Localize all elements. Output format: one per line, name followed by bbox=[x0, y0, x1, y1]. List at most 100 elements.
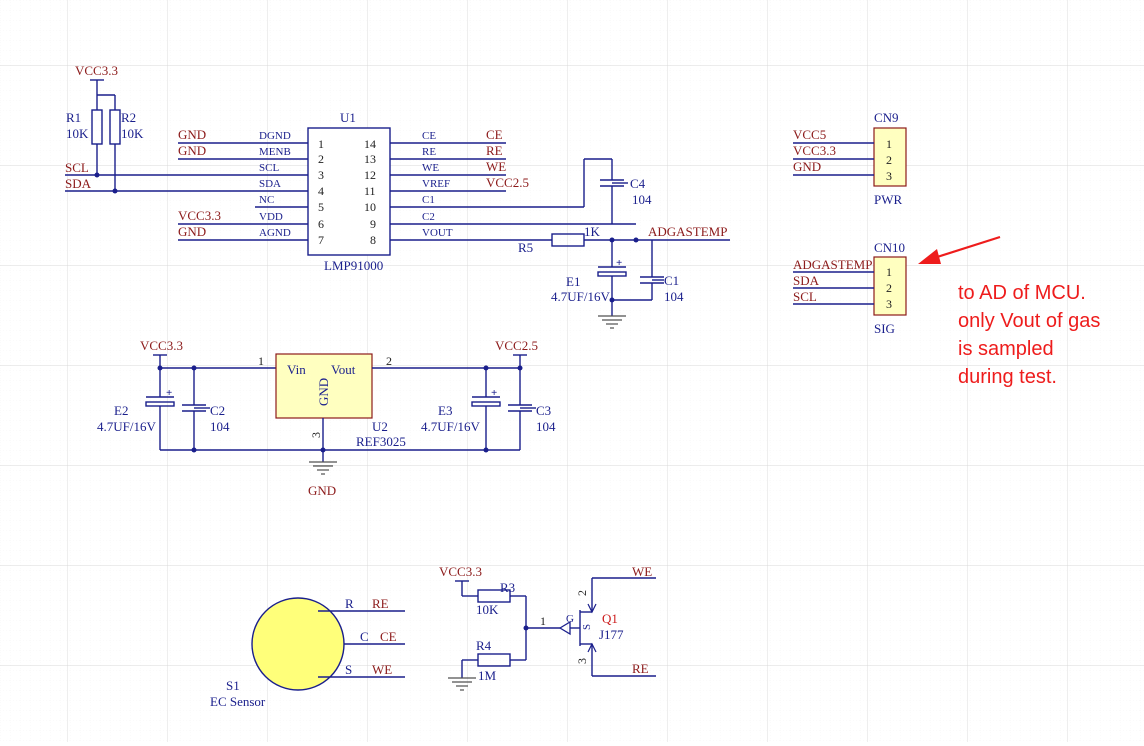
u2-pin1: 1 bbox=[258, 354, 264, 368]
r4-ref: R4 bbox=[476, 638, 492, 653]
u1-num-8: 8 bbox=[370, 233, 376, 247]
q1-pin-g: 1 bbox=[540, 614, 546, 628]
u1-num-4: 4 bbox=[318, 184, 324, 198]
cn10-body[interactable] bbox=[873, 256, 907, 316]
sensor-body[interactable] bbox=[251, 597, 345, 691]
c3-ref: C3 bbox=[536, 403, 551, 418]
q1-net-we: WE bbox=[632, 564, 652, 579]
q1-net-re: RE bbox=[632, 661, 649, 676]
sensor-name: EC Sensor bbox=[210, 694, 266, 709]
r5-ref: R5 bbox=[518, 240, 533, 255]
e1-value: 4.7UF/16V bbox=[551, 289, 610, 304]
sensor-net-ce: CE bbox=[380, 629, 397, 644]
r1-value: 10K bbox=[66, 126, 89, 141]
u1-num-14: 14 bbox=[364, 137, 376, 151]
cn9-body[interactable] bbox=[873, 127, 907, 187]
u1-ref: U1 bbox=[340, 110, 356, 125]
sensor-pin-s: S bbox=[345, 662, 352, 677]
c4-ref: C4 bbox=[630, 176, 646, 191]
note-line-2: only Vout of gas bbox=[958, 310, 1100, 332]
arrow-icon bbox=[918, 249, 941, 264]
r4-value: 1M bbox=[478, 668, 497, 683]
sensor-pin-c: C bbox=[360, 629, 369, 644]
q1-ref: Q1 bbox=[602, 611, 618, 626]
c4-value: 104 bbox=[632, 192, 652, 207]
q1-part: J177 bbox=[599, 627, 624, 642]
cn10-connector: CN10 SIG ADGASTEMP SDA SCL 1 2 3 bbox=[793, 240, 907, 336]
cn10-net-1: ADGASTEMP bbox=[793, 257, 872, 272]
r2-value: 10K bbox=[121, 126, 144, 141]
u2-pin3: 3 bbox=[309, 432, 323, 438]
cn9-net-2: VCC3.3 bbox=[793, 143, 836, 158]
e1-ref: E1 bbox=[566, 274, 580, 289]
u1-left-net-7: GND bbox=[178, 224, 206, 239]
cn10-pin-2: 2 bbox=[886, 281, 892, 295]
u1-num-2: 2 bbox=[318, 152, 324, 166]
u1-num-6: 6 bbox=[318, 217, 324, 231]
u1-pin-dgnd: DGND bbox=[259, 130, 291, 142]
gnd-reg-label: GND bbox=[308, 483, 336, 498]
u1-left-net-1: GND bbox=[178, 127, 206, 142]
e2-value: 4.7UF/16V bbox=[97, 419, 156, 434]
cn10-pin-1: 1 bbox=[886, 265, 892, 279]
sensor-pin-r: R bbox=[345, 596, 354, 611]
cn9-connector: CN9 PWR VCC5 VCC3.3 GND 1 2 3 bbox=[793, 110, 907, 207]
u1-pin-we: WE bbox=[422, 162, 439, 174]
u1-pin-re: RE bbox=[422, 146, 436, 158]
u1-part: LMP91000 bbox=[324, 258, 383, 273]
u1-right-net-vref: VCC2.5 bbox=[486, 175, 529, 190]
e3-ref: E3 bbox=[438, 403, 452, 418]
u1-left-net-2: GND bbox=[178, 143, 206, 158]
q1-g-label: G bbox=[566, 613, 574, 625]
u1-pin-vdd: VDD bbox=[259, 211, 283, 223]
u1-pin-agnd: AGND bbox=[259, 227, 291, 239]
u1-pin-c2: C2 bbox=[422, 211, 435, 223]
vcc33-reg-label: VCC3.3 bbox=[140, 338, 183, 353]
c1-ref: C1 bbox=[664, 273, 679, 288]
r2-ref: R2 bbox=[121, 110, 136, 125]
u1-num-5: 5 bbox=[318, 200, 324, 214]
cn9-pin-3: 3 bbox=[886, 169, 892, 183]
u1-lmp91000: U1 LMP91000 GND GND VCC3.3 GND DGND MENB… bbox=[178, 110, 636, 273]
u1-num-10: 10 bbox=[364, 200, 376, 214]
sensor-net-re: RE bbox=[372, 596, 389, 611]
cn9-pin-1: 1 bbox=[886, 137, 892, 151]
u1-num-3: 3 bbox=[318, 168, 324, 182]
u2-ref3025: VCC3.3 1 + E2 4.7UF/16V C2 104 Vin Vout … bbox=[97, 338, 556, 498]
u1-num-13: 13 bbox=[364, 152, 376, 166]
cn9-net-3: GND bbox=[793, 159, 821, 174]
u2-gnd: GND bbox=[316, 378, 331, 406]
vout-filter: R5 1K ADGASTEMP + E1 4.7UF/16V C1 104 bbox=[518, 224, 730, 329]
u2-pin2: 2 bbox=[386, 354, 392, 368]
c3-value: 104 bbox=[536, 419, 556, 434]
sensor-net-we: WE bbox=[372, 662, 392, 677]
vcc33-top-label: VCC3.3 bbox=[75, 63, 118, 78]
cn9-ref: CN9 bbox=[874, 110, 899, 125]
r3-ref: R3 bbox=[500, 580, 515, 595]
u1-pin-scl: SCL bbox=[259, 162, 279, 174]
cn10-net-2: SDA bbox=[793, 273, 820, 288]
s1-ec-sensor: R C S RE CE WE S1 EC Sensor bbox=[210, 596, 405, 709]
cn9-name: PWR bbox=[874, 192, 903, 207]
r5-value: 1K bbox=[584, 224, 601, 239]
u1-right-net-re: RE bbox=[486, 143, 503, 158]
sensor-ref: S1 bbox=[226, 678, 240, 693]
u1-pin-vref: VREF bbox=[422, 178, 450, 190]
note-line-4: during test. bbox=[958, 366, 1057, 388]
scl-bus-label: SCL bbox=[65, 160, 89, 175]
svg-text:+: + bbox=[491, 387, 497, 399]
pullup-section: VCC3.3 R1 10K R2 10K SCL SDA bbox=[65, 63, 308, 194]
u2-part: REF3025 bbox=[356, 434, 406, 449]
u2-ref: U2 bbox=[372, 419, 388, 434]
cn10-ref: CN10 bbox=[874, 240, 905, 255]
c1-value: 104 bbox=[664, 289, 684, 304]
r1-ref: R1 bbox=[66, 110, 81, 125]
r3-value: 10K bbox=[476, 602, 499, 617]
u1-pin-nc: NC bbox=[259, 194, 274, 206]
cn9-net-1: VCC5 bbox=[793, 127, 826, 142]
u2-body[interactable] bbox=[275, 353, 373, 419]
cn10-name: SIG bbox=[874, 321, 895, 336]
q1-s-label: S bbox=[581, 624, 593, 630]
u1-pin-c1: C1 bbox=[422, 194, 435, 206]
u1-pin-menb: MENB bbox=[259, 146, 291, 158]
